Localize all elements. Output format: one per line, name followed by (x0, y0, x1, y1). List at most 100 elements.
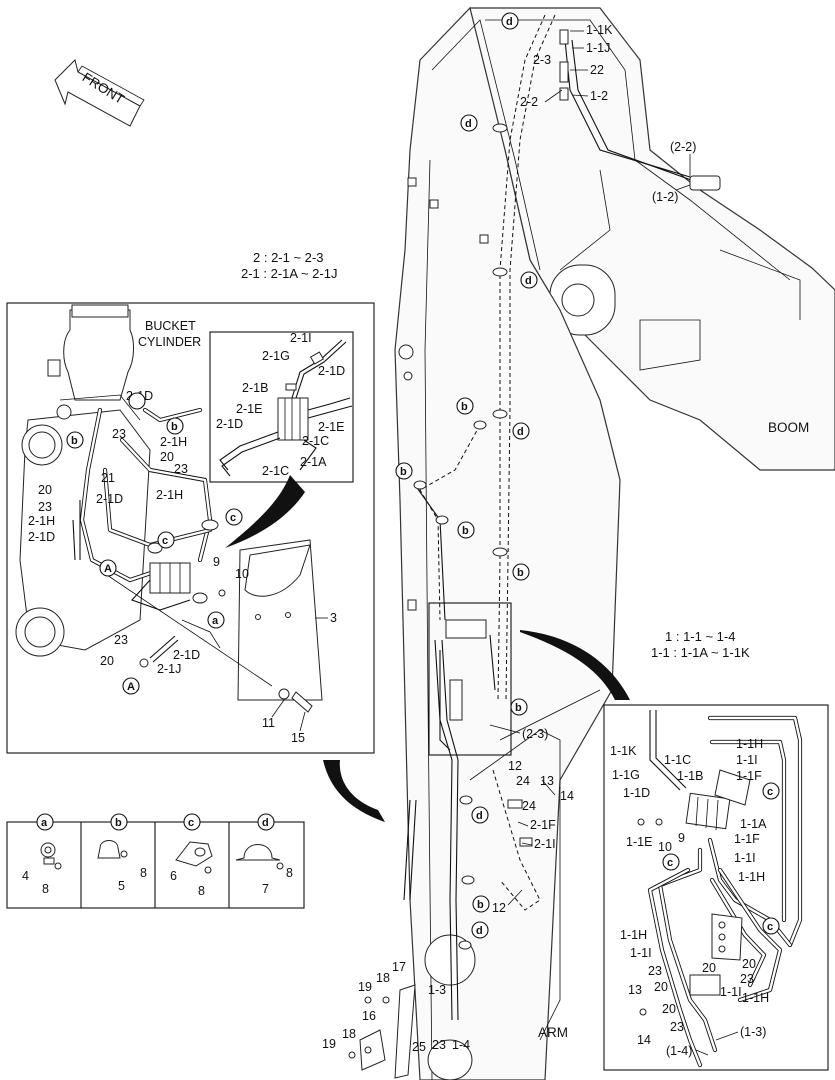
callout-1-4: 1-4 (452, 1038, 470, 1052)
callout-label: b (462, 525, 469, 537)
callout-1-2: 1-2 (590, 89, 608, 103)
boom-clamps (413, 29, 721, 950)
callout-label: 8 (140, 866, 147, 880)
callout-label: 9 (213, 555, 220, 569)
callout-label: b (477, 899, 484, 911)
callout-24-upper: 24 (516, 774, 530, 788)
legend-clamp-d: d 7 8 (235, 813, 293, 896)
callout-label: 23 (648, 964, 662, 978)
callout-label: d (517, 426, 524, 438)
callout-label: b (71, 435, 78, 447)
callout-label: b (517, 567, 524, 579)
arm-label: ARM (538, 1025, 568, 1040)
callout-label: 2-1D (318, 364, 345, 378)
boom-arm-hoses (403, 14, 706, 1021)
detail-1-header: 1 : 1-1 ~ 1-4 1-1 : 1-1A ~ 1-1K (651, 629, 750, 660)
callout-label: 1-1H (736, 737, 763, 751)
bucket-cylinder-label-1: BUCKET (145, 319, 196, 333)
boom-structure (469, 7, 835, 471)
callout-label: 1-1I (736, 753, 758, 767)
callout-label: 20 (662, 1002, 676, 1016)
callout-label: 20 (654, 980, 668, 994)
callout-label: 15 (291, 731, 305, 745)
callout-label: 20 (38, 483, 52, 497)
callout-label: d (465, 118, 472, 130)
callout-label: d (525, 275, 532, 287)
callout-label: c (162, 535, 168, 547)
callout-label: b (461, 401, 468, 413)
arm-bracket (359, 799, 533, 1079)
callout-label: 5 (118, 879, 125, 893)
callout-22: 22 (590, 63, 604, 77)
callout-label: 20 (160, 450, 174, 464)
callout-label: 2-1A (300, 455, 327, 469)
callout-label: 2-1D (28, 530, 55, 544)
callout-label: b (515, 702, 522, 714)
callout-label: d (476, 810, 483, 822)
callout-label: 1-1F (734, 832, 760, 846)
arm-detail-box (428, 602, 512, 756)
detail-2-line2: 2-1 : 2-1A ~ 2-1J (241, 266, 337, 281)
callout-label: c (188, 817, 194, 829)
callout-label: c (767, 786, 773, 798)
callout-label: 1-1H (738, 870, 765, 884)
callout-label: 7 (262, 882, 269, 896)
callout-label: 2-1G (262, 349, 290, 363)
callout-label: 23 (38, 500, 52, 514)
boom-label: BOOM (768, 420, 809, 435)
detail-1-line2: 1-1 : 1-1A ~ 1-1K (651, 645, 750, 660)
callout-19-lower: 19 (322, 1037, 336, 1051)
callout-16: 16 (362, 1009, 376, 1023)
callout-2-2: 2-2 (520, 95, 538, 109)
callout-label: a (41, 817, 48, 829)
callout-label: 8 (198, 884, 205, 898)
callout-label: 2-1D (173, 648, 200, 662)
callout-label: 23 (112, 427, 126, 441)
legend-clamp-a: a 4 8 (22, 813, 62, 896)
callout-label: 1-1D (623, 786, 650, 800)
callout-label: 20 (702, 961, 716, 975)
detail-2-line1: 2 : 2-1 ~ 2-3 (253, 250, 323, 265)
callout-label: 8 (286, 866, 293, 880)
callout-label: 20 (742, 957, 756, 971)
callout-label: 14 (637, 1033, 651, 1047)
callout-label: 1-1F (736, 769, 762, 783)
callout-12-upper: 12 (508, 759, 522, 773)
inset-detail-1: 1-1K 1-1H 1-1I 1-1F 1-1C 1-1G 1-1B 1-1D … (603, 704, 829, 1071)
callout-2-1F: 2-1F (530, 818, 556, 832)
main-clamp-refs: d d d b d b b b b d b d (395, 12, 538, 939)
callout-label: 21 (101, 471, 115, 485)
callout-17: 17 (392, 960, 406, 974)
callout-label: A (127, 681, 135, 693)
callout-label: d (476, 925, 483, 937)
callout-label: c (667, 857, 673, 869)
callout-24-lower: 24 (522, 799, 536, 813)
callout-label: 20 (100, 654, 114, 668)
clamp-legend: a 4 8 b 5 8 c 6 8 (6, 813, 305, 909)
inset-detail-2: BUCKET CYLINDER 2-1D 23 2-1H 20 23 21 2-… (6, 302, 375, 754)
legend-clamp-b: b 5 8 (97, 813, 147, 893)
callout-label: 1-1I (720, 985, 742, 999)
callout-19-upper: 19 (358, 980, 372, 994)
callout-label: 2-1H (160, 435, 187, 449)
legend-clamp-c: c 6 8 (170, 813, 213, 898)
callout-2-3: 2-3 (533, 53, 551, 67)
detail-2-header: 2 : 2-1 ~ 2-3 2-1 : 2-1A ~ 2-1J (241, 250, 337, 281)
callout-label: 2-1E (318, 420, 344, 434)
callout-label: 23 (174, 462, 188, 476)
callout-label: 1-1E (626, 835, 652, 849)
callout-18-upper: 18 (376, 971, 390, 985)
callout-label: 2-1E (236, 402, 262, 416)
callout-label: 1-1K (610, 744, 637, 758)
callout-label: 1-1H (742, 991, 769, 1005)
callout-23: 23 (432, 1038, 446, 1052)
callout-label: 2-1J (157, 662, 181, 676)
callout-2-2-paren: (2-2) (670, 140, 696, 154)
callout-label: 23 (114, 633, 128, 647)
detail-1-line1: 1 : 1-1 ~ 1-4 (665, 629, 735, 644)
callout-label: b (115, 817, 122, 829)
detail-swoosh-arrows (225, 475, 630, 822)
callout-label: 2-1H (156, 488, 183, 502)
bucket-cylinder-label-2: CYLINDER (138, 335, 201, 349)
